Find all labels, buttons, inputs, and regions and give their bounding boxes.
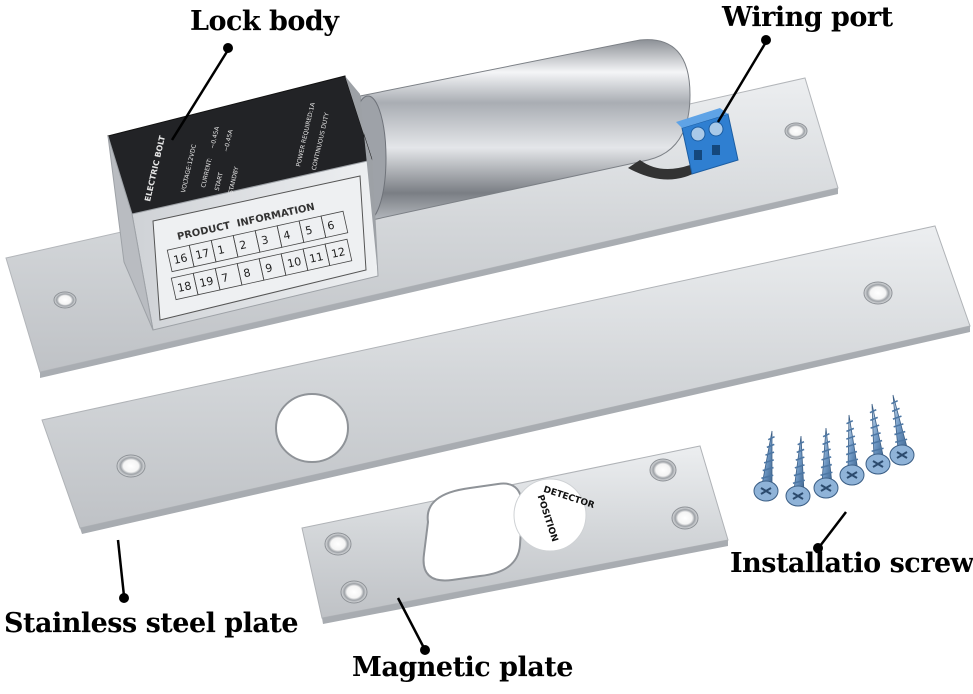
pointer-dot [119,593,129,603]
screw [753,430,779,502]
product-info-number: 16 [172,251,188,267]
countersunk-hole [116,454,146,478]
stainless-steel-plate-label: Stainless steel plate [4,608,299,639]
product-info-number: 12 [330,245,346,261]
countersunk-hole [649,458,677,482]
magnetic-plate-label: Magnetic plate [352,652,573,683]
wiring-terminal [676,108,739,175]
bolt-hole [275,393,349,463]
product-info-number: 8 [242,266,252,280]
countersunk-hole [671,506,699,530]
product-info-number: 6 [326,219,336,233]
magnetic-plate-pointer [396,597,426,649]
wiring-port-pointer [716,41,768,123]
product-info-cell [320,210,349,239]
pointer-dot [813,543,823,553]
product-info-number: 4 [282,228,292,242]
product-info-number: 17 [194,246,210,262]
product-info-number: 2 [238,238,248,252]
product-info-number: 18 [176,279,192,295]
lock-face-start: START [214,172,225,192]
screw [865,403,891,475]
strike-hole [422,482,524,582]
screw [813,427,839,499]
product-info-number: 7 [220,271,230,285]
product-info-number: 10 [286,255,302,271]
product-info-number: 5 [304,223,314,237]
screw-pointer [819,511,847,547]
pointer-dot [761,35,771,45]
screw [889,394,915,466]
lock-body-pointer [170,49,230,141]
screw [839,414,865,486]
stainless-steel-plate [41,225,971,534]
product-info-number: 19 [198,274,214,290]
product-info-cell [324,238,353,267]
detector-label [513,478,587,552]
lock-body-label: Lock body [190,6,339,37]
product-info-number: 3 [260,233,270,247]
product-info-number: 11 [308,250,324,266]
product-info-number: 1 [216,243,226,257]
magnetic-plate [301,445,729,624]
screw [785,435,811,507]
installation-screw-label: Installatio screw [730,548,973,579]
pointer-dot [223,43,233,53]
mounting-hole [784,122,808,140]
product-info-number: 9 [264,261,274,275]
mounting-hole [53,291,77,309]
countersunk-hole [324,532,352,556]
installation-screws [753,394,915,507]
stainless-plate-pointer [116,539,126,597]
countersunk-hole [863,281,893,305]
pointer-dot [420,645,430,655]
countersunk-hole [340,580,368,604]
wiring-port-label: Wiring port [722,2,893,33]
